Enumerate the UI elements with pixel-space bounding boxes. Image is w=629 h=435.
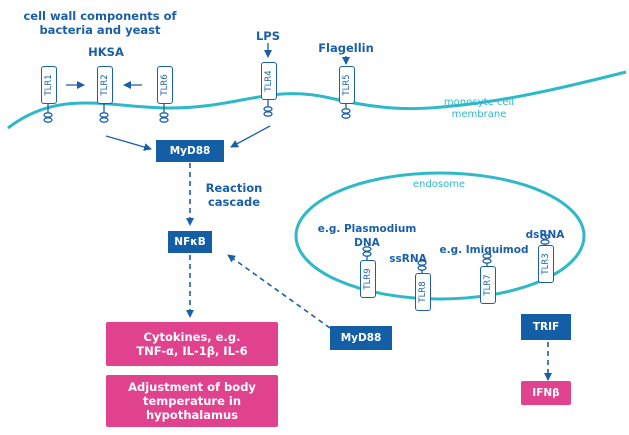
endosome-membrane	[294, 171, 586, 301]
imiquimod-label: e.g. Imiquimod	[439, 244, 529, 256]
ifnb-box: IFNβ	[521, 381, 571, 405]
ssrna-label: ssRNA	[389, 253, 427, 265]
trif-box: TRIF	[521, 314, 571, 340]
tlr6-receptor: TLR6	[157, 66, 173, 104]
tlr9-receptor: TLR9	[360, 260, 376, 298]
tlr7-receptor: TLR7	[480, 266, 496, 304]
flagellin-label: Flagellin	[318, 41, 374, 55]
endosome-label: endosome	[412, 179, 466, 190]
tlr5-receptor: TLR5	[339, 66, 355, 104]
myd88-box-bottom: MyD88	[330, 326, 392, 350]
tlr1-receptor: TLR1	[41, 66, 57, 104]
tlr4-receptor: TLR4	[261, 62, 277, 100]
nfkb-box: NFκB	[168, 231, 212, 253]
lps-label: LPS	[255, 29, 281, 43]
hksa-label: HKSA	[88, 45, 124, 59]
myd88-box-top: MyD88	[156, 140, 224, 162]
tlr3-receptor: TLR3	[538, 245, 554, 283]
tlr8-receptor: TLR8	[415, 273, 431, 311]
cytokines-box: Cytokines, e.g.TNF-α, IL-1β, IL-6	[106, 322, 278, 366]
cell-membrane	[7, 70, 627, 130]
dsrna-label: dsRNA	[525, 229, 565, 241]
tlr2-receptor: TLR2	[97, 66, 113, 104]
